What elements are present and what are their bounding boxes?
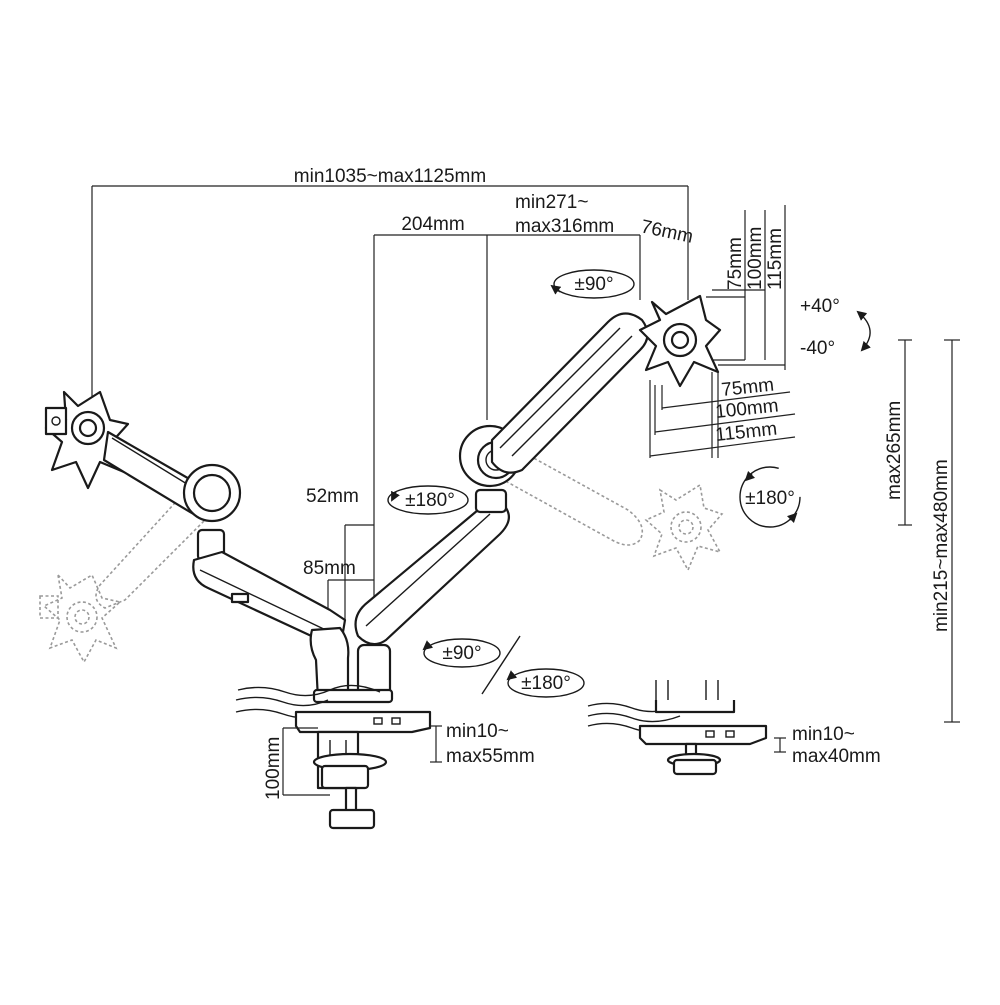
label-grommet-range-bottom: max40mm <box>792 746 881 767</box>
label-clamp-range-bottom: max55mm <box>446 746 535 767</box>
rotation-90-top: ±90° <box>550 269 635 299</box>
label-swivel-180-right: ±180° <box>745 488 795 509</box>
label-rot-90-base: ±90° <box>442 643 481 664</box>
rotation-swivel-right: ±180° <box>739 466 801 528</box>
rotation-base-180: ±180° <box>506 668 585 698</box>
divider-slash <box>481 635 521 695</box>
dimension-clamp-range: min10~ max55mm <box>430 721 535 767</box>
label-grommet-range-top: min10~ <box>792 724 855 745</box>
label-swivel-180-left: ±180° <box>405 490 455 511</box>
dimension-offset-204: 204mm min271~ max316mm 76mm <box>373 192 695 600</box>
label-vesa-v-100: 100mm <box>745 227 766 290</box>
label-arm-reach-bottom: max316mm <box>515 216 614 237</box>
grommet-base <box>638 680 768 776</box>
right-lower-arm <box>354 488 511 646</box>
left-monitor-plate <box>44 390 130 490</box>
center-pole <box>309 626 394 704</box>
label-offset-204: 204mm <box>401 214 464 235</box>
dimension-grommet-range: min10~ max40mm <box>774 724 881 767</box>
label-gap-52: 52mm <box>306 486 359 507</box>
dimension-clamp-100: 100mm <box>263 727 330 800</box>
dimension-vesa-horizontal: 75mm 100mm 115mm <box>649 372 796 458</box>
label-overall-width: min1035~max1125mm <box>294 166 486 187</box>
label-gap-85: 85mm <box>303 558 356 579</box>
right-upper-arm <box>490 312 649 474</box>
label-height-max265: max265mm <box>884 401 905 500</box>
rotation-tilt: +40° -40° <box>800 296 871 359</box>
ghost-right-arm <box>499 443 724 572</box>
dimension-gaps: 52mm 85mm <box>303 486 374 620</box>
label-rot-180-base: ±180° <box>521 673 571 694</box>
left-lower-arm <box>192 528 347 652</box>
label-vesa-v-75: 75mm <box>725 237 746 290</box>
label-tilt-plus: +40° <box>800 296 840 317</box>
ghost-left-arm <box>39 468 221 664</box>
dimension-height: max265mm min215~max480mm <box>884 339 960 723</box>
rotation-base-90: ±90° <box>422 638 501 668</box>
label-tilt-minus: -40° <box>800 338 835 359</box>
label-vesa-v-115: 115mm <box>765 228 786 290</box>
clamp-base <box>294 710 432 830</box>
label-arm-reach-top: min271~ <box>515 192 588 213</box>
label-rot-90-top: ±90° <box>574 274 613 295</box>
label-clamp-range-top: min10~ <box>446 721 509 742</box>
dimension-vesa-vertical: 75mm 100mm 115mm <box>706 205 786 370</box>
left-upper-arm <box>102 430 242 523</box>
label-clamp-100: 100mm <box>263 737 284 800</box>
label-height-total: min215~max480mm <box>931 459 952 632</box>
dimension-overall-width: min1035~max1125mm <box>91 166 689 405</box>
label-offset-76: 76mm <box>639 216 695 248</box>
rotation-swivel-left: ±180° <box>387 485 469 515</box>
right-monitor-plate <box>638 294 722 388</box>
